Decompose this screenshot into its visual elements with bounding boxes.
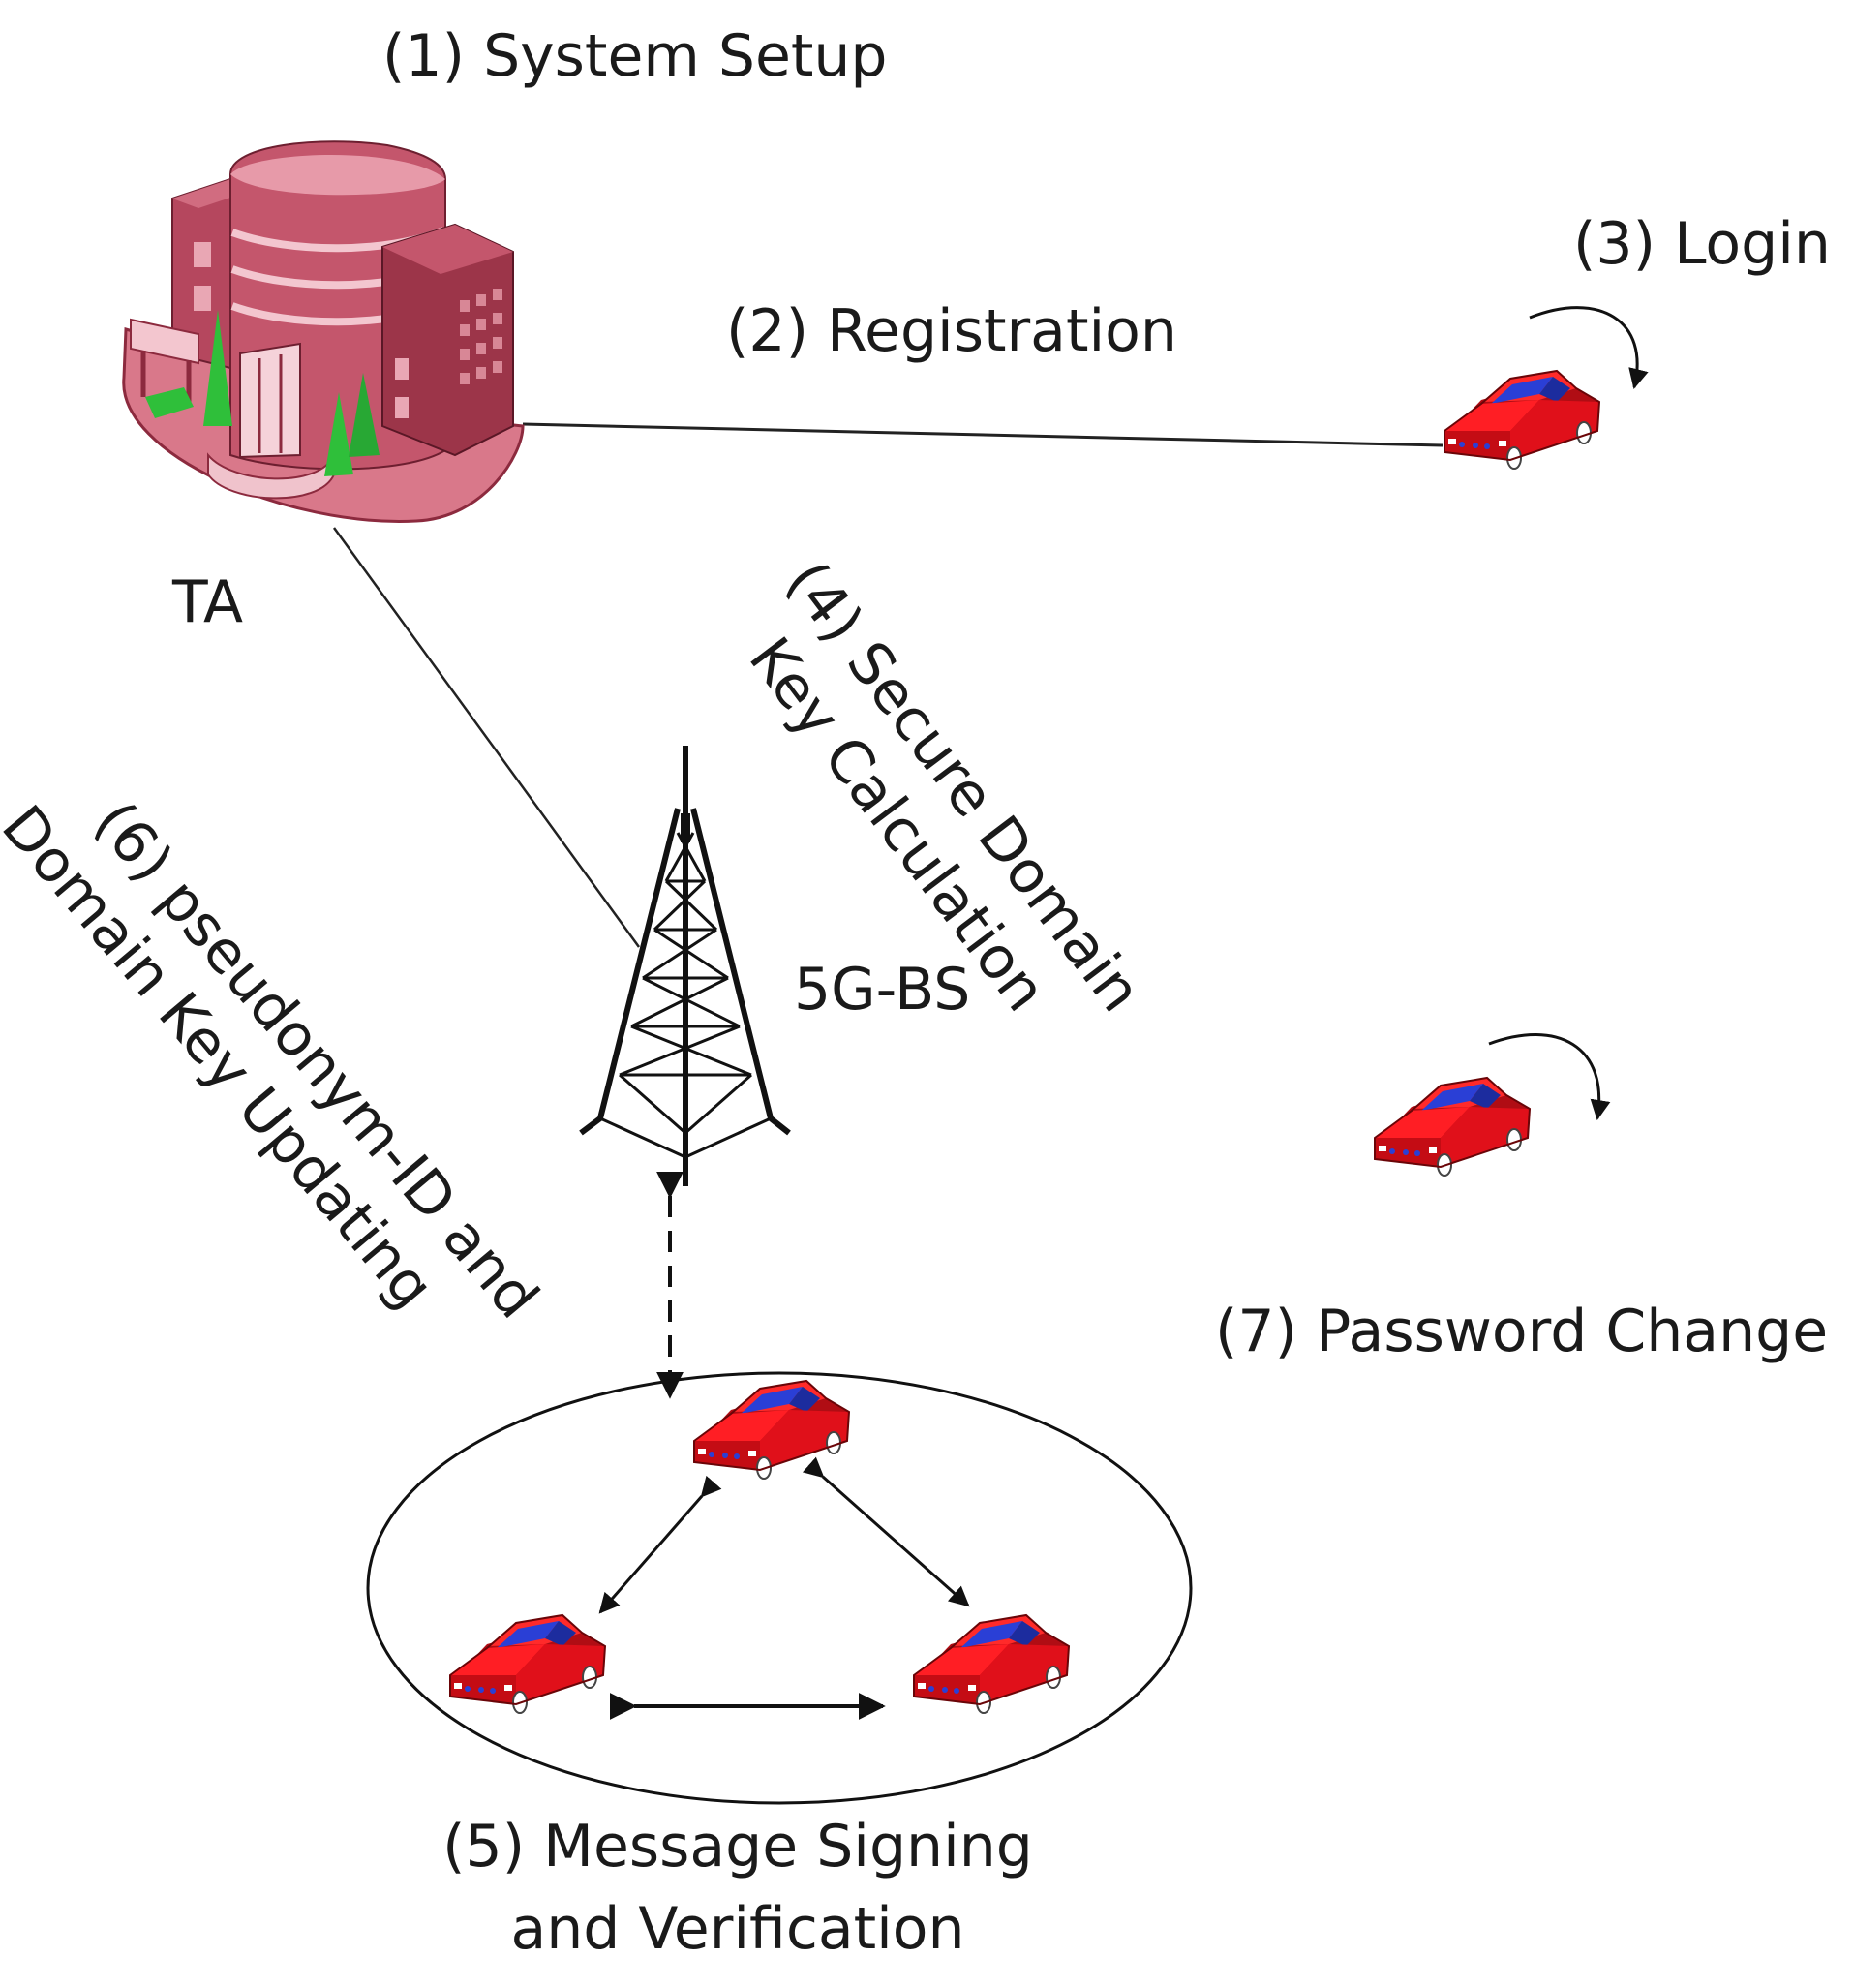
curved-arrow-icon [1488, 1033, 1611, 1121]
system-setup-label: (1) System Setup [382, 22, 888, 90]
password-change-label: (7) Password Change [1215, 1298, 1828, 1365]
base-station-label: 5G-BS [794, 956, 970, 1024]
login-label: (3) Login [1573, 210, 1831, 278]
car-icon [693, 1380, 850, 1480]
car-icon [913, 1614, 1070, 1714]
message-signing-label-line1: (5) Message Signing [442, 1813, 1033, 1881]
tower-icon [579, 746, 791, 1186]
building-icon [122, 140, 525, 523]
registration-label: (2) Registration [726, 297, 1177, 365]
ta-label: TA [171, 568, 243, 636]
message-signing-label-line2: and Verification [510, 1895, 964, 1963]
vehicle-cluster-ellipse [366, 1371, 1193, 1805]
pseudonym-label-line2: Domain Key Updating [0, 793, 446, 1321]
car-icon [1374, 1077, 1531, 1177]
ta-to-car-registration-line [522, 422, 1444, 447]
car-link-arrow [598, 1475, 722, 1614]
car-icon [449, 1614, 606, 1714]
car-icon [1444, 370, 1600, 470]
curved-arrow-icon [1529, 306, 1649, 390]
ta-to-base-station-line [332, 527, 641, 948]
car-link-arrow [802, 1456, 970, 1607]
pseudonym-label-line1: (6) pseudonym-ID and [81, 789, 552, 1331]
